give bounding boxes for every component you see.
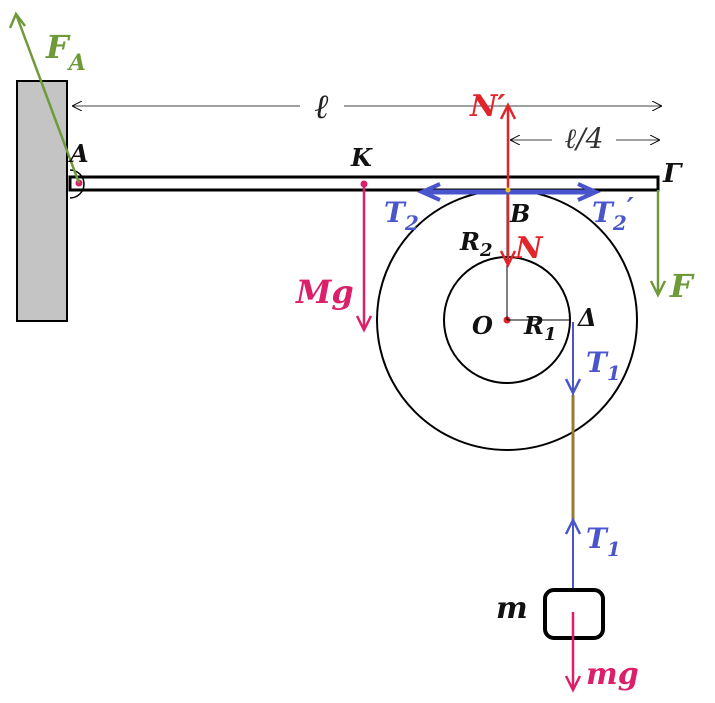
label-FA: FA bbox=[45, 28, 86, 76]
label-Gamma: Γ bbox=[662, 159, 683, 189]
force-T2-prime-arrowhead bbox=[577, 182, 601, 202]
label-K: K bbox=[350, 143, 373, 172]
label-B: B bbox=[509, 199, 530, 228]
force-T1-bottom-arrowhead bbox=[564, 517, 582, 535]
force-FA-arrowhead bbox=[8, 11, 26, 29]
label-F: F bbox=[669, 267, 695, 305]
label-Delta: Δ bbox=[577, 303, 597, 332]
force-Mg-arrowhead bbox=[355, 315, 373, 333]
point-B bbox=[505, 187, 511, 193]
label-O: O bbox=[472, 311, 493, 340]
label-mg: mg bbox=[586, 657, 639, 692]
point-K bbox=[360, 180, 368, 188]
label-T2-prime: T2′ bbox=[592, 193, 634, 235]
length-l-label-bg bbox=[300, 88, 344, 122]
force-N-arrowhead bbox=[499, 250, 517, 268]
quarter-l-label: ℓ/4 bbox=[565, 122, 604, 155]
wall bbox=[16, 80, 68, 322]
force-T1-top-arrowhead bbox=[564, 378, 582, 396]
label-T1-top: T1 bbox=[586, 346, 621, 385]
label-Mg: Mg bbox=[295, 273, 354, 311]
label-N: N bbox=[514, 231, 544, 266]
label-R1: R1 bbox=[523, 311, 556, 345]
label-T1-bottom: T1 bbox=[586, 522, 621, 561]
force-F-arrowhead bbox=[649, 280, 667, 298]
quarter-l-label-bg bbox=[552, 120, 616, 152]
label-A: A bbox=[68, 139, 89, 168]
force-FA-arrow bbox=[14, 13, 81, 184]
force-T2-arrowhead bbox=[417, 182, 441, 202]
label-T2-left: T2 bbox=[384, 196, 419, 235]
length-l-label: ℓ bbox=[315, 87, 330, 127]
label-N-prime: N′ bbox=[469, 89, 505, 124]
label-R2: R2 bbox=[459, 227, 492, 261]
label-m: m bbox=[496, 591, 528, 626]
force-mg-arrowhead bbox=[564, 675, 582, 693]
force-N-prime-arrowhead bbox=[499, 102, 517, 120]
